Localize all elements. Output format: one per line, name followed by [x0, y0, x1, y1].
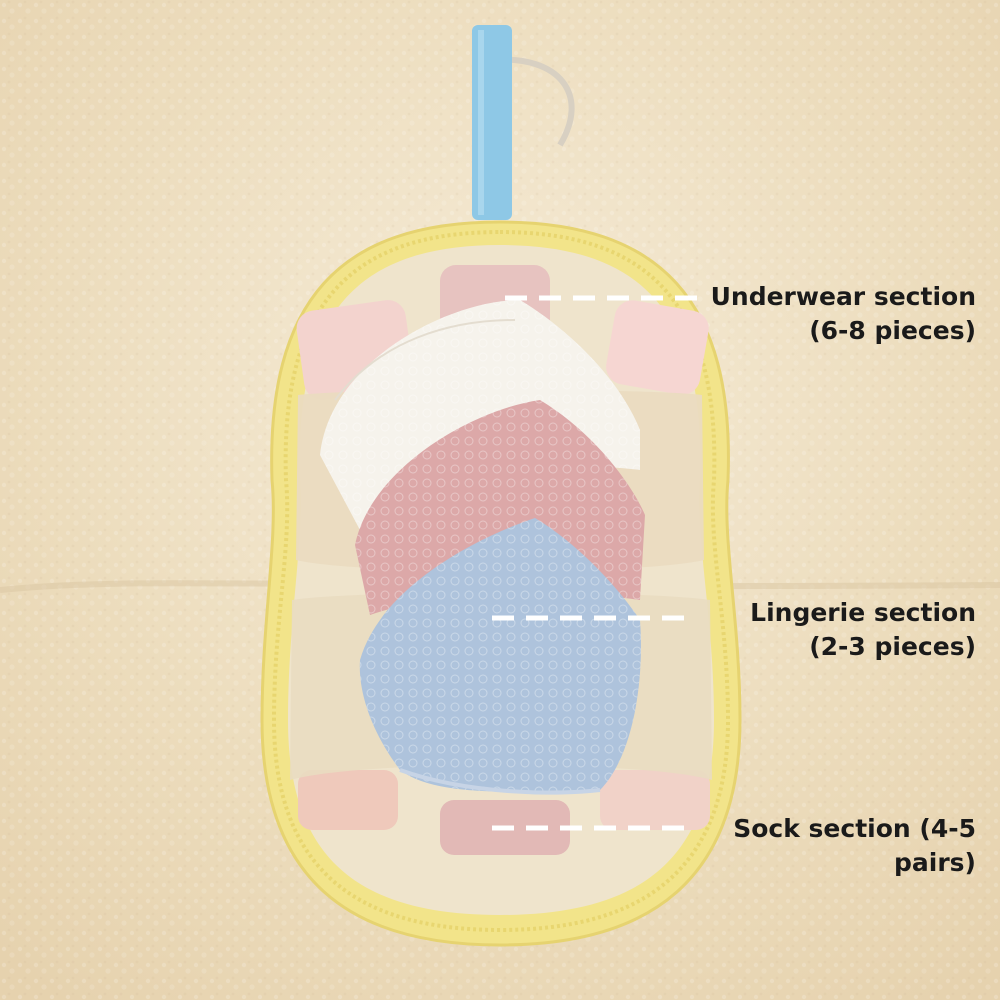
underwear-label-line1: Underwear section [710, 282, 976, 311]
zipper[interactable] [271, 229, 731, 933]
hanger-strap[interactable] [472, 25, 575, 220]
folded-sock [600, 770, 710, 830]
lingerie-section-label: Lingerie section (2-3 pieces) [750, 596, 976, 664]
folded-underwear [606, 300, 709, 395]
sock-label-line1: Sock section (4-5 [733, 814, 976, 843]
sock-section-label: Sock section (4-5 pairs) [733, 812, 976, 880]
lingerie-label-line2: (2-3 pieces) [809, 632, 976, 661]
underwear-section-label: Underwear section (6-8 pieces) [711, 280, 976, 348]
folded-sock [298, 770, 398, 830]
blue-lace-bra [359, 518, 641, 795]
lingerie-label-line1: Lingerie section [750, 598, 976, 627]
sock-label-line2: pairs) [894, 848, 976, 877]
underwear-label-line2: (6-8 pieces) [809, 316, 976, 345]
